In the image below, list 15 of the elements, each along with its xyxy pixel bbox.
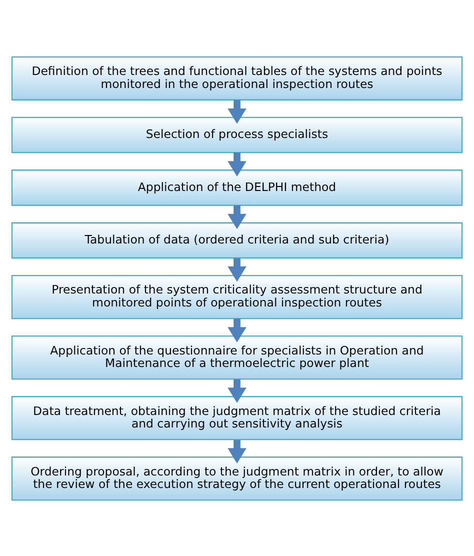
node-box: Tabulation of data (ordered criteria and sub criteria): [11, 222, 463, 258]
arrow: [228, 100, 246, 124]
node-box: Application of the questionnaire for specialists in Operation and Maintenance of a thermoelectric power plant: [11, 335, 463, 380]
arrow: [228, 152, 246, 176]
arrow: [228, 204, 246, 229]
arrow: [228, 258, 246, 282]
node-box: Definition of the trees and functional tables of the systems and points monitored in the operational inspection routes: [11, 56, 463, 100]
arrow: [228, 378, 246, 402]
node-box: Data treatment, obtaining the judgment matrix of the studied criteria and carrying out sensitivity analysis: [11, 396, 463, 440]
node-box: Presentation of the system criticality assessment structure and monitored points of operational inspection routes: [11, 274, 463, 319]
node-box: Selection of process specialists: [11, 116, 463, 153]
arrow: [228, 439, 246, 463]
arrow: [228, 318, 246, 342]
node-box: Application of the DELPHI method: [11, 169, 463, 206]
node-box: Ordering proposal, according to the judgment matrix in order, to allow the review of the execution strategy of the current operational routes: [11, 456, 463, 500]
